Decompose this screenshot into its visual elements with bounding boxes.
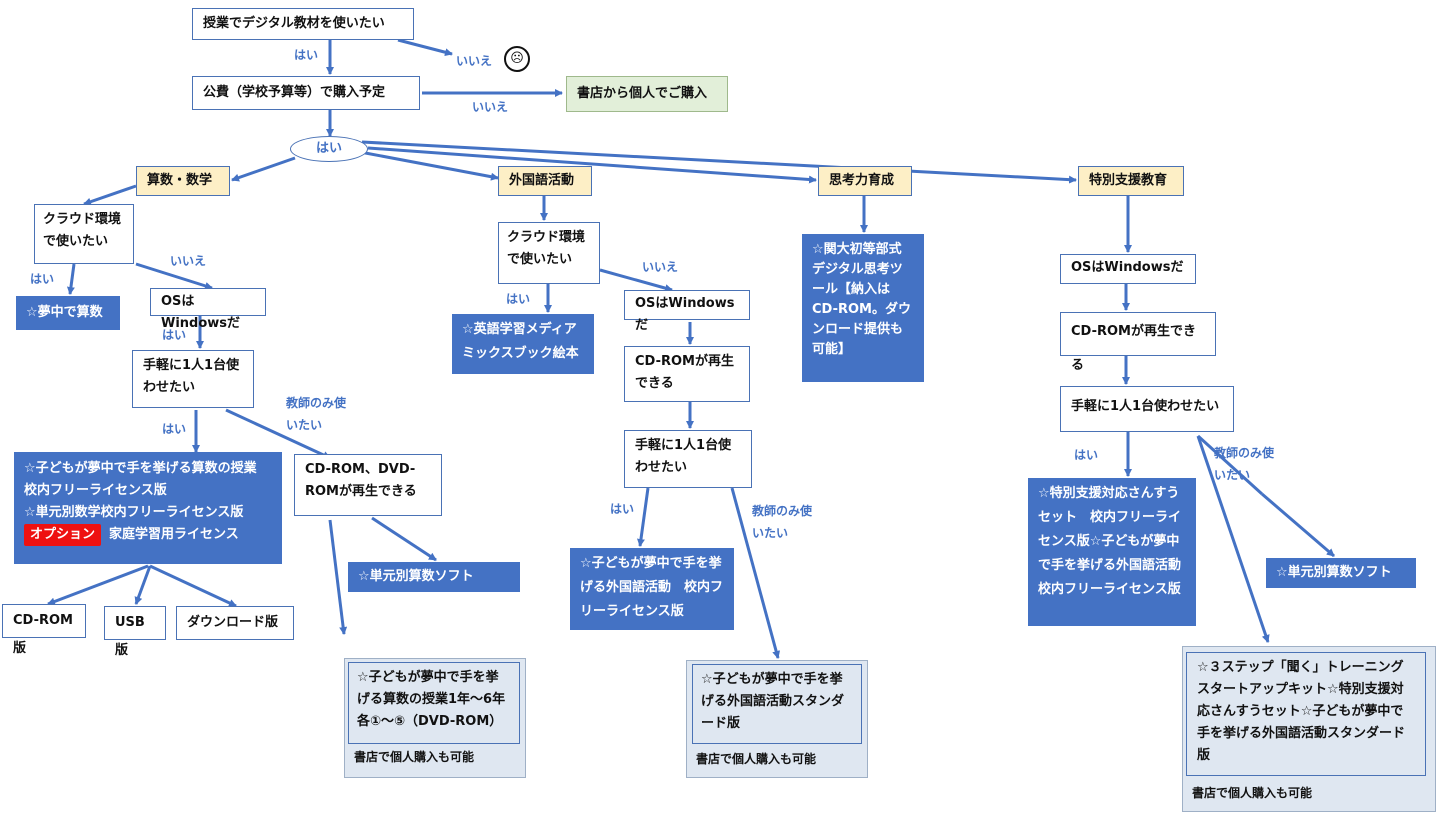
label-hai-1: はい — [294, 48, 319, 62]
note-special-std: 書店で個人購入も可能 — [1192, 786, 1313, 800]
node-tangen-sansu-2: ☆単元別算数ソフト — [1266, 558, 1416, 588]
arrow-ftegaru-license — [636, 487, 650, 547]
node-tegaru-foreign: 手軽に1人1台使わせたい — [624, 430, 752, 488]
arrow-cloud-muchu — [66, 263, 76, 295]
node-os-special: OSはWindowsだ — [1060, 254, 1196, 284]
arrow-hai-special — [361, 140, 1077, 184]
math-license-line-2: ☆単元別数学校内フリーライセンス版 — [24, 505, 244, 520]
label-iie-foreign-cloud: いいえ — [642, 260, 679, 274]
arrow-license-usb — [134, 565, 152, 605]
node-kandai: ☆関大初等部式デジタル思考ツール【納入はCD-ROM。ダウンロード提供も可能】 — [802, 234, 924, 382]
arrow-license-dl — [149, 564, 237, 608]
arrow-stegaru-tangen — [1261, 492, 1335, 558]
node-hai-ellipse: はい — [290, 136, 368, 162]
arrow-stegaru-std — [1196, 435, 1270, 643]
label-hai-foreign-tegaru: はい — [610, 502, 635, 516]
node-foreign: 外国語活動 — [498, 166, 592, 196]
arrow-hai-thinking — [367, 146, 817, 184]
label-hai-math-tegaru: はい — [162, 422, 187, 436]
label-hai-math-os: はい — [162, 328, 187, 342]
label-iie-1: いいえ — [456, 54, 493, 68]
node-foreign-license: ☆子どもが夢中で手を挙げる外国語活動 校内フリーライセンス版 — [570, 548, 734, 630]
node-cloud-math: クラウド環境で使いたい — [34, 204, 134, 264]
option-text: 家庭学習用ライセンス — [109, 527, 239, 542]
node-thinking: 思考力育成 — [818, 166, 912, 196]
node-cdrom-special: CD-ROMが再生できる — [1060, 312, 1216, 373]
arrow-tegaru-cddvd — [225, 408, 331, 460]
label-hai-special-tegaru: はい — [1074, 448, 1099, 462]
label-hai-math-cloud: はい — [30, 272, 55, 286]
node-os-math: OSはWindowsだ — [150, 288, 266, 331]
node-special-std: ☆３ステップ「聞く」トレーニングスタートアップキット☆特別支援対応さんすうセット… — [1186, 652, 1426, 776]
node-usb-ban: USB版 — [104, 606, 166, 658]
label-kyoshi-foreign: 教師のみ使いたい — [752, 504, 813, 540]
node-special-license: ☆特別支援対応さんすうセット 校内フリーライセンス版☆子どもが夢中で手を挙げる外… — [1028, 478, 1196, 626]
line-stegaru-split — [1196, 434, 1264, 496]
node-muchu-sansu: ☆夢中で算数 — [16, 296, 120, 330]
node-dl-ban: ダウンロード版 — [176, 606, 294, 640]
arrow-license-cdrom — [47, 564, 149, 606]
arrow-cloud-os — [135, 262, 213, 290]
node-eigo-media: ☆英語学習メディアミックスブック絵本 — [452, 314, 594, 374]
arrow-cddvd-tangen — [371, 516, 437, 562]
note-foreign-std: 書店で個人購入も可能 — [696, 752, 817, 766]
arrow-cddvd-dvd — [328, 519, 348, 635]
math-license-option: オプション家庭学習用ライセンス — [24, 524, 272, 546]
option-badge: オプション — [24, 524, 102, 546]
node-tegaru-math: 手軽に1人1台使わせたい — [132, 350, 254, 408]
node-cloud-foreign: クラウド環境で使いたい — [498, 222, 600, 284]
node-math: 算数・数学 — [136, 166, 230, 196]
arrow-hai-foreign — [359, 150, 499, 181]
label-iie-math-cloud: いいえ — [170, 254, 207, 268]
sad-face-icon: ☹ — [504, 46, 530, 72]
math-license-line-1: ☆子どもが夢中で手を挙げる算数の授業 校内フリーライセンス版 — [24, 461, 270, 498]
node-foreign-std: ☆子どもが夢中で手を挙げる外国語活動スタンダード版 — [692, 664, 862, 744]
arrow-start-no — [397, 38, 453, 57]
node-cdrom-foreign: CD-ROMが再生できる — [624, 346, 750, 402]
node-tegaru-special: 手軽に1人1台使わせたい — [1060, 386, 1234, 432]
label-kyoshi-math: 教師のみ使いたい — [286, 396, 347, 432]
node-cdrom-ban: CD-ROM版 — [2, 604, 86, 656]
arrow-ftegaru-std — [730, 487, 781, 659]
arrow-fcloud-os — [599, 268, 673, 292]
arrow-math-cloud — [83, 184, 137, 206]
node-cd-dvd-math: CD-ROM、DVD-ROMが再生できる — [294, 454, 442, 516]
node-start: 授業でデジタル教材を使いたい — [192, 8, 414, 40]
node-special: 特別支援教育 — [1078, 166, 1184, 196]
label-kyoshi-special: 教師のみ使いたい — [1214, 446, 1275, 482]
node-math-dvd: ☆子どもが夢中で手を挙げる算数の授業1年～6年各①～⑤（DVD-ROM） — [348, 662, 520, 744]
node-os-foreign: OSはWindowsだ — [624, 290, 750, 333]
node-bookstore: 書店から個人でご購入 — [566, 76, 728, 112]
node-math-license: ☆子どもが夢中で手を挙げる算数の授業 校内フリーライセンス版 ☆単元別数学校内フ… — [14, 452, 282, 564]
node-public-budget: 公費（学校予算等）で購入予定 — [192, 76, 420, 110]
label-hai-foreign-cloud: はい — [506, 292, 531, 306]
arrow-hai-math — [231, 156, 296, 182]
note-math-dvd: 書店で個人購入も可能 — [354, 750, 475, 764]
node-tangen-sansu-1: ☆単元別算数ソフト — [348, 562, 520, 592]
label-iie-2: いいえ — [472, 100, 509, 114]
